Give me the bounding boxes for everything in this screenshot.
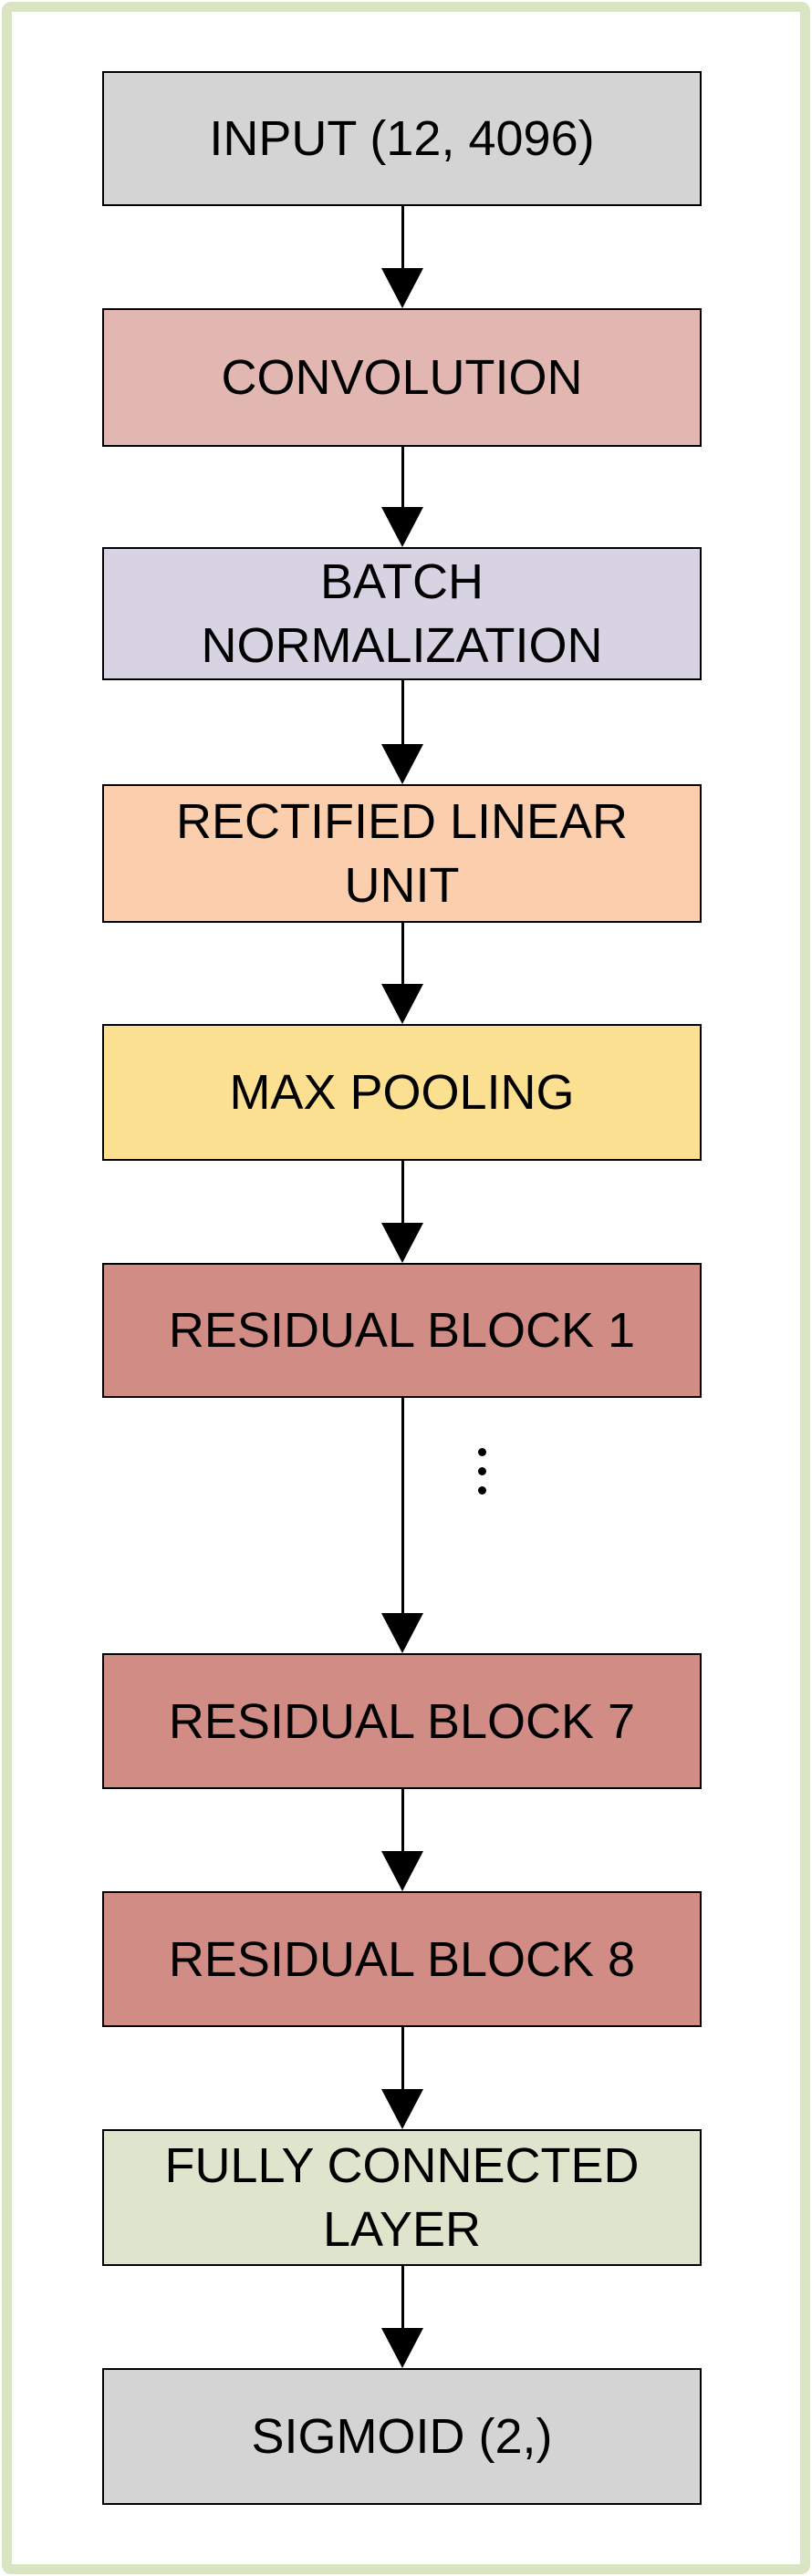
flow-node-sigmoid: SIGMOID (2,) — [102, 2368, 702, 2505]
flow-node-residual-block-7: RESIDUAL BLOCK 7 — [102, 1653, 702, 1789]
down-arrow-icon — [380, 1613, 423, 1653]
flow-node-residual-block-1: RESIDUAL BLOCK 1 — [102, 1263, 702, 1398]
flow-node-label: BATCH — [319, 554, 484, 609]
flow-node-fully-connected-layer: FULLY CONNECTED LAYER — [102, 2129, 702, 2266]
flow-node-max-pooling: MAX POOLING — [102, 1024, 702, 1161]
flow-node-label: RESIDUAL BLOCK 1 — [168, 1303, 636, 1358]
ellipsis-dot — [477, 1467, 486, 1475]
flow-node-convolution: CONVOLUTION — [102, 308, 702, 447]
flow-node-label: INPUT (12, 4096) — [209, 111, 595, 166]
down-arrow-icon — [380, 1851, 423, 1891]
flow-node-batch-normalization: BATCH NORMALIZATION — [102, 547, 702, 680]
flow-connector-line — [401, 923, 404, 984]
flow-node-label: RESIDUAL BLOCK 7 — [168, 1693, 636, 1749]
flow-connector-line — [401, 1789, 404, 1851]
flow-node-input: INPUT (12, 4096) — [102, 71, 702, 206]
flow-connector-line — [401, 447, 404, 507]
ellipsis-dot — [477, 1448, 486, 1456]
flow-node-label: SIGMOID (2,) — [251, 2409, 553, 2464]
down-arrow-icon — [380, 984, 423, 1024]
flow-node-label: RECTIFIED LINEAR — [175, 794, 629, 849]
flow-connector-line — [401, 2027, 404, 2089]
down-arrow-icon — [380, 1223, 423, 1263]
vertical-ellipsis-icon — [477, 1448, 486, 1495]
flow-node-label: RESIDUAL BLOCK 8 — [168, 1931, 636, 1987]
flow-node-label: LAYER — [322, 2202, 482, 2257]
down-arrow-icon — [380, 2328, 423, 2368]
flow-connector-line — [401, 1161, 404, 1223]
flow-node-label: CONVOLUTION — [221, 350, 583, 405]
flow-node-residual-block-8: RESIDUAL BLOCK 8 — [102, 1891, 702, 2027]
flow-node-label: MAX POOLING — [229, 1065, 575, 1120]
flow-node-label: FULLY CONNECTED — [164, 2138, 640, 2193]
ellipsis-dot — [477, 1486, 486, 1495]
down-arrow-icon — [380, 744, 423, 784]
flow-connector-line — [401, 680, 404, 744]
flow-node-label: NORMALIZATION — [201, 618, 603, 673]
down-arrow-icon — [380, 268, 423, 308]
flow-connector-line — [401, 206, 404, 268]
flow-node-label: UNIT — [344, 858, 460, 913]
flow-node-rectified-linear-unit: RECTIFIED LINEAR UNIT — [102, 784, 702, 923]
down-arrow-icon — [380, 507, 423, 547]
down-arrow-icon — [380, 2089, 423, 2129]
flow-connector-line — [401, 1398, 404, 1613]
flow-connector-line — [401, 2266, 404, 2328]
